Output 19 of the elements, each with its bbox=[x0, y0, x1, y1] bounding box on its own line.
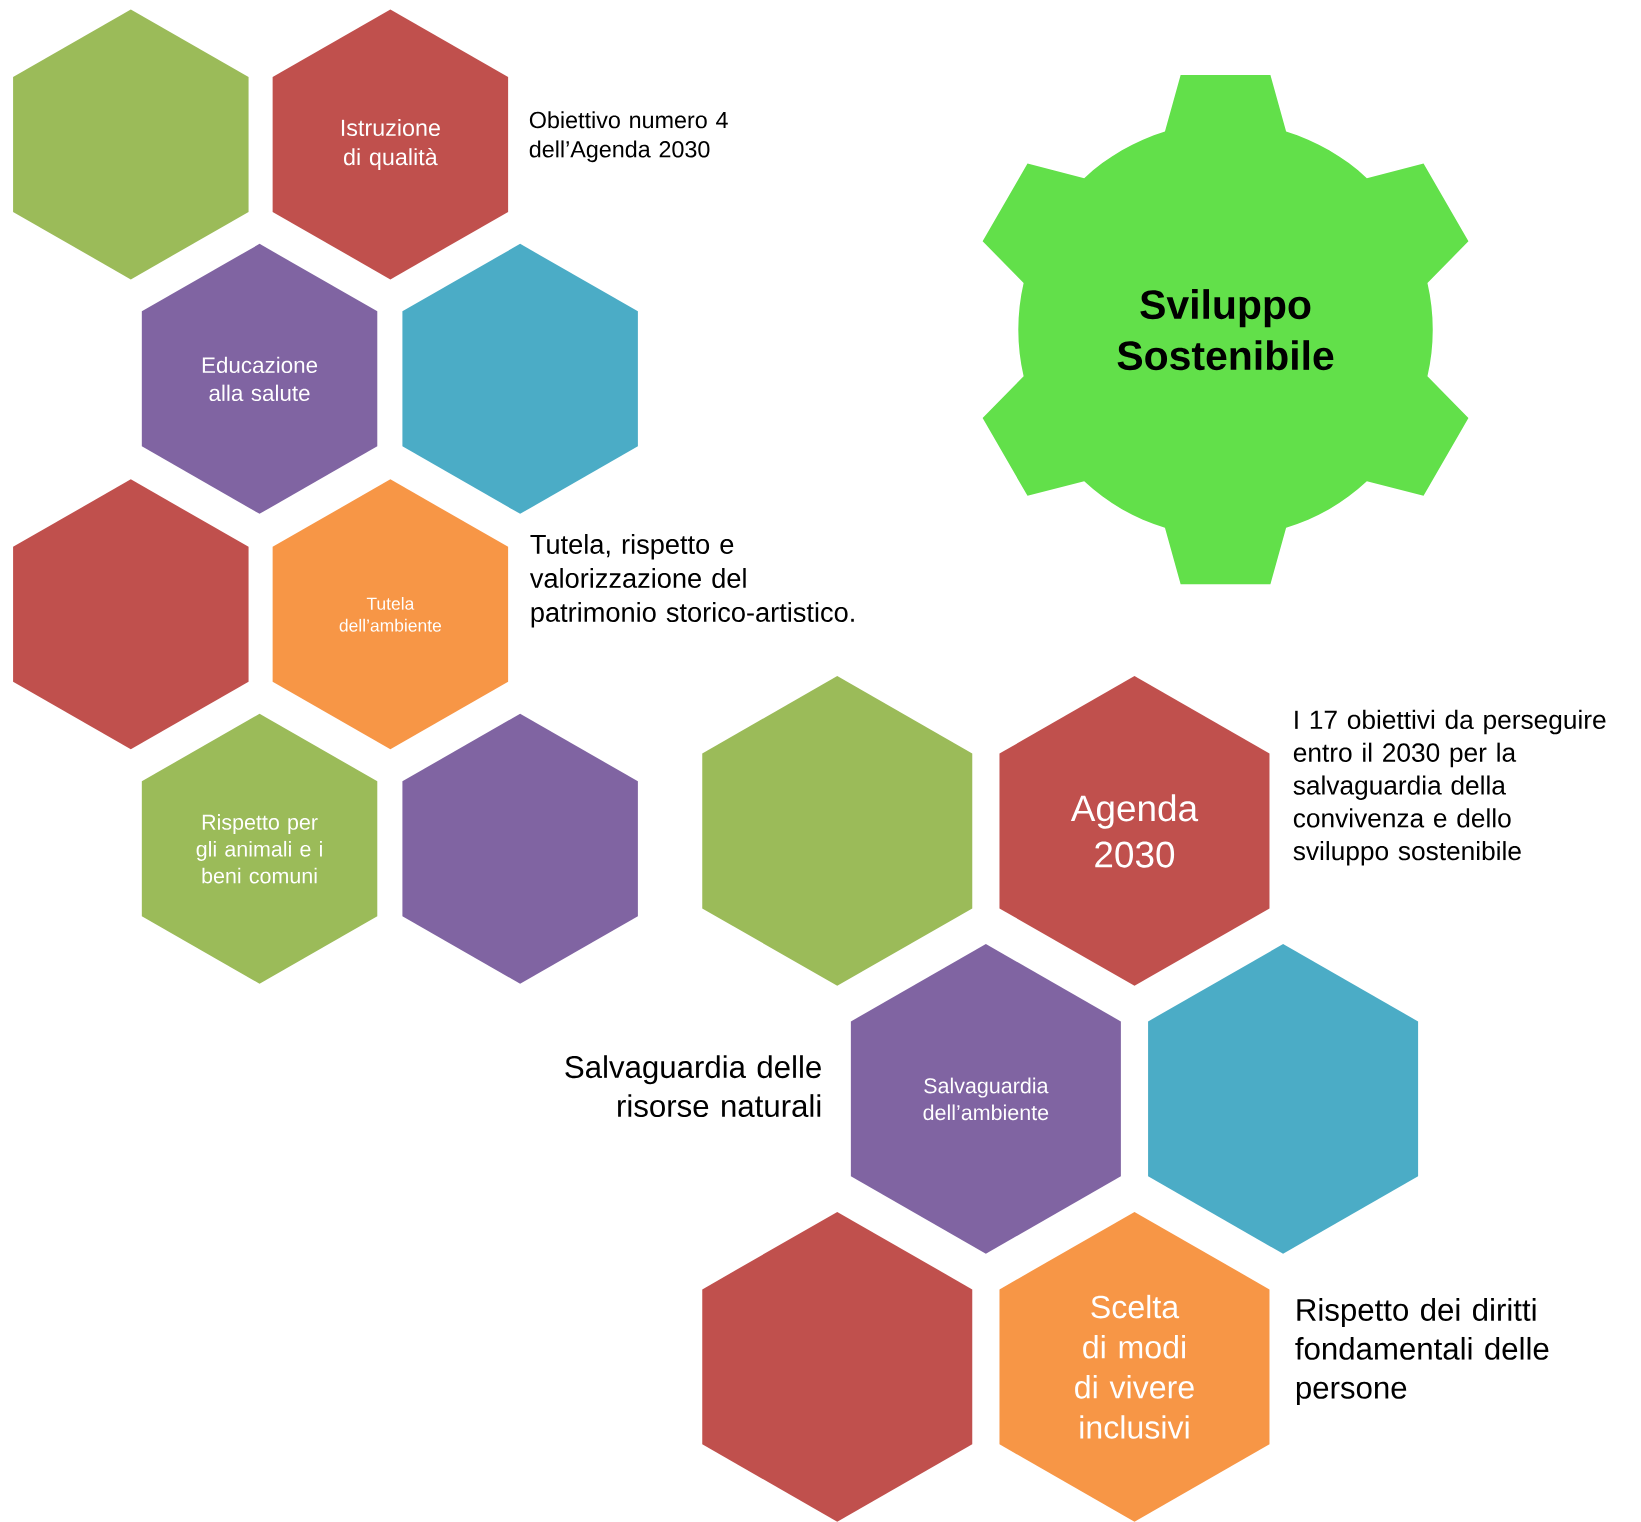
hexagon bbox=[702, 676, 973, 986]
side-note: I 17 obiettivi da perseguire entro il 2030 per la salvaguardia della convivenza e dello sviluppo sostenibile bbox=[1293, 709, 1606, 866]
side-note: Tutela, rispetto e valorizzazione del patrimonio storico-artistico. bbox=[529, 534, 854, 628]
hexagon: Agenda 2030 bbox=[999, 676, 1270, 986]
side-note: Rispetto dei diritti fondamentali delle persone bbox=[1295, 1298, 1549, 1405]
hexagon bbox=[13, 9, 249, 280]
hexagon: Rispetto per gli animali e i beni comuni bbox=[141, 713, 378, 984]
hexagon: Tutela dell’ambiente bbox=[272, 479, 509, 750]
hexagon bbox=[402, 243, 638, 514]
hexagon: Educazione alla salute bbox=[141, 243, 378, 514]
hexagon bbox=[402, 713, 638, 984]
side-note: Salvaguardia delle risorse naturali bbox=[565, 1055, 821, 1118]
hexagon: Salvaguardia dell’ambiente bbox=[850, 944, 1121, 1254]
hexagon bbox=[702, 1211, 973, 1522]
hexagon bbox=[1148, 944, 1419, 1254]
side-note: Obiettivo numero 4 dell’Agenda 2030 bbox=[529, 111, 728, 163]
hexagon: Istruzione di qualità bbox=[272, 9, 509, 280]
hexagon: Scelta di modi di vivere inclusivi bbox=[999, 1211, 1270, 1522]
hexagon bbox=[13, 479, 249, 750]
